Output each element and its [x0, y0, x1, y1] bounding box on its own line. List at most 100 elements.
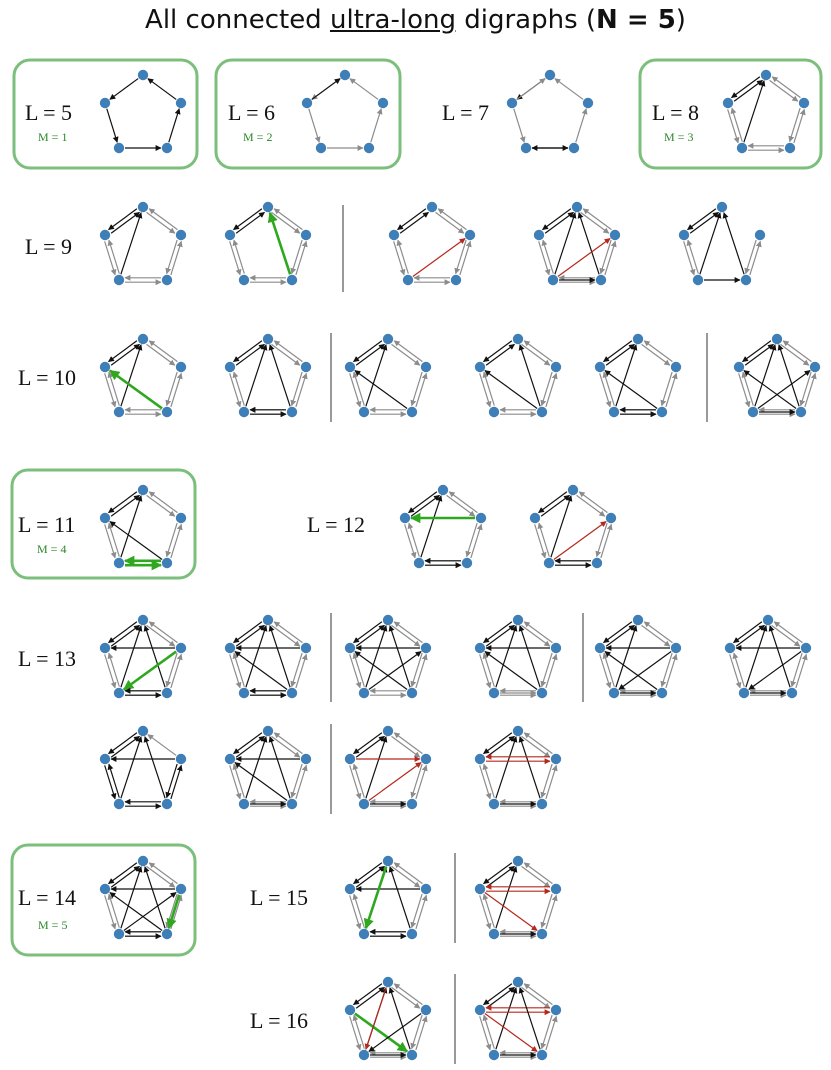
graph-node [420, 753, 432, 765]
graph-node [344, 883, 356, 895]
graph-node [656, 406, 668, 418]
gray-edge [165, 652, 178, 688]
gray-edge [104, 654, 117, 689]
digraph [722, 69, 810, 154]
title-suffix: ) [675, 5, 686, 35]
black-edge [397, 208, 427, 231]
graph-node [137, 484, 149, 496]
row-label-l9: L = 9 [25, 234, 72, 259]
gray-edge [148, 862, 178, 885]
gray-edge [410, 1014, 423, 1050]
digraph [529, 484, 617, 569]
digraph [99, 333, 187, 418]
black-edge [353, 862, 383, 885]
graph-node [300, 361, 312, 373]
black-edge [108, 208, 138, 231]
digraph [99, 855, 187, 940]
gray-edge [600, 523, 613, 559]
black-edge [484, 370, 538, 409]
black-edge [110, 624, 140, 647]
graph-node [238, 798, 250, 810]
graph-node [161, 557, 173, 569]
graph-node [420, 642, 432, 654]
graph-node [632, 333, 644, 345]
black-edge [742, 340, 772, 363]
gray-edge [290, 371, 303, 407]
digraph [733, 333, 821, 418]
black-edge [483, 621, 513, 644]
black-edge [743, 80, 766, 143]
gray-edge [295, 653, 308, 689]
black-edge [538, 491, 568, 514]
gray-edge [545, 372, 558, 408]
graph-node [175, 883, 187, 895]
graph-node [670, 361, 682, 373]
title-prefix: All connected [145, 5, 330, 35]
gray-edge [595, 522, 608, 558]
gray-edge [391, 624, 421, 647]
gray-edge [393, 241, 406, 276]
graph-node [450, 274, 462, 286]
gray-edge [732, 652, 745, 687]
gray-edge [165, 522, 178, 558]
gray-edge [391, 986, 421, 1009]
graph-node [536, 928, 548, 940]
red-edge [484, 1013, 538, 1052]
black-edge [744, 343, 774, 366]
gray-edge [393, 983, 423, 1006]
graph-node [595, 274, 607, 286]
gray-edge [729, 654, 742, 689]
gray-edge [479, 765, 492, 800]
gray-edge [749, 240, 762, 276]
black-edge [550, 495, 573, 558]
gray-edge [599, 654, 612, 689]
graph-node [550, 1004, 562, 1016]
gray-edge [604, 240, 617, 276]
gray-edge [437, 208, 467, 231]
graph-node [543, 557, 555, 569]
black-edge [233, 621, 263, 644]
gray-edge [599, 373, 612, 408]
gray-edge [393, 340, 423, 363]
black-edge [365, 736, 388, 799]
gray-edge [788, 107, 801, 143]
graph-node [301, 97, 313, 109]
graph-node [262, 333, 274, 345]
graph-node [175, 361, 187, 373]
gray-edge [521, 624, 551, 647]
m-label-l6: M = 2 [243, 130, 272, 144]
gray-edge [410, 893, 423, 929]
black-edge [355, 735, 385, 758]
gray-edge [804, 372, 817, 408]
graph-node [286, 406, 298, 418]
graph-node [762, 614, 774, 626]
digraph [344, 976, 432, 1061]
black-edge [687, 208, 717, 231]
page-title: All connected ultra-long digraphs (N = 5… [0, 0, 831, 40]
black-edge [754, 344, 777, 407]
digraph [506, 69, 594, 154]
graph-node [692, 274, 704, 286]
black-edge [554, 212, 577, 275]
graph-node [137, 333, 149, 345]
gray-edge [352, 1014, 365, 1049]
black-edge [699, 212, 722, 275]
graph-node [678, 229, 690, 241]
gray-edge [534, 524, 547, 559]
graph-node [475, 512, 487, 524]
gray-edge [540, 893, 553, 929]
black-edge [604, 370, 658, 409]
gray-edge [479, 654, 492, 689]
graph-node [300, 642, 312, 654]
black-edge [495, 625, 518, 688]
m-label-l11: M = 4 [37, 542, 66, 556]
graph-node [344, 642, 356, 654]
black-edge [235, 735, 265, 758]
gray-edge [170, 523, 183, 559]
digraph [474, 614, 562, 699]
gray-edge [410, 763, 423, 799]
highlight-box-l11 [10, 468, 197, 580]
gray-edge [580, 211, 610, 234]
graph-node [161, 798, 173, 810]
title-middle: digraphs ( [455, 5, 597, 35]
